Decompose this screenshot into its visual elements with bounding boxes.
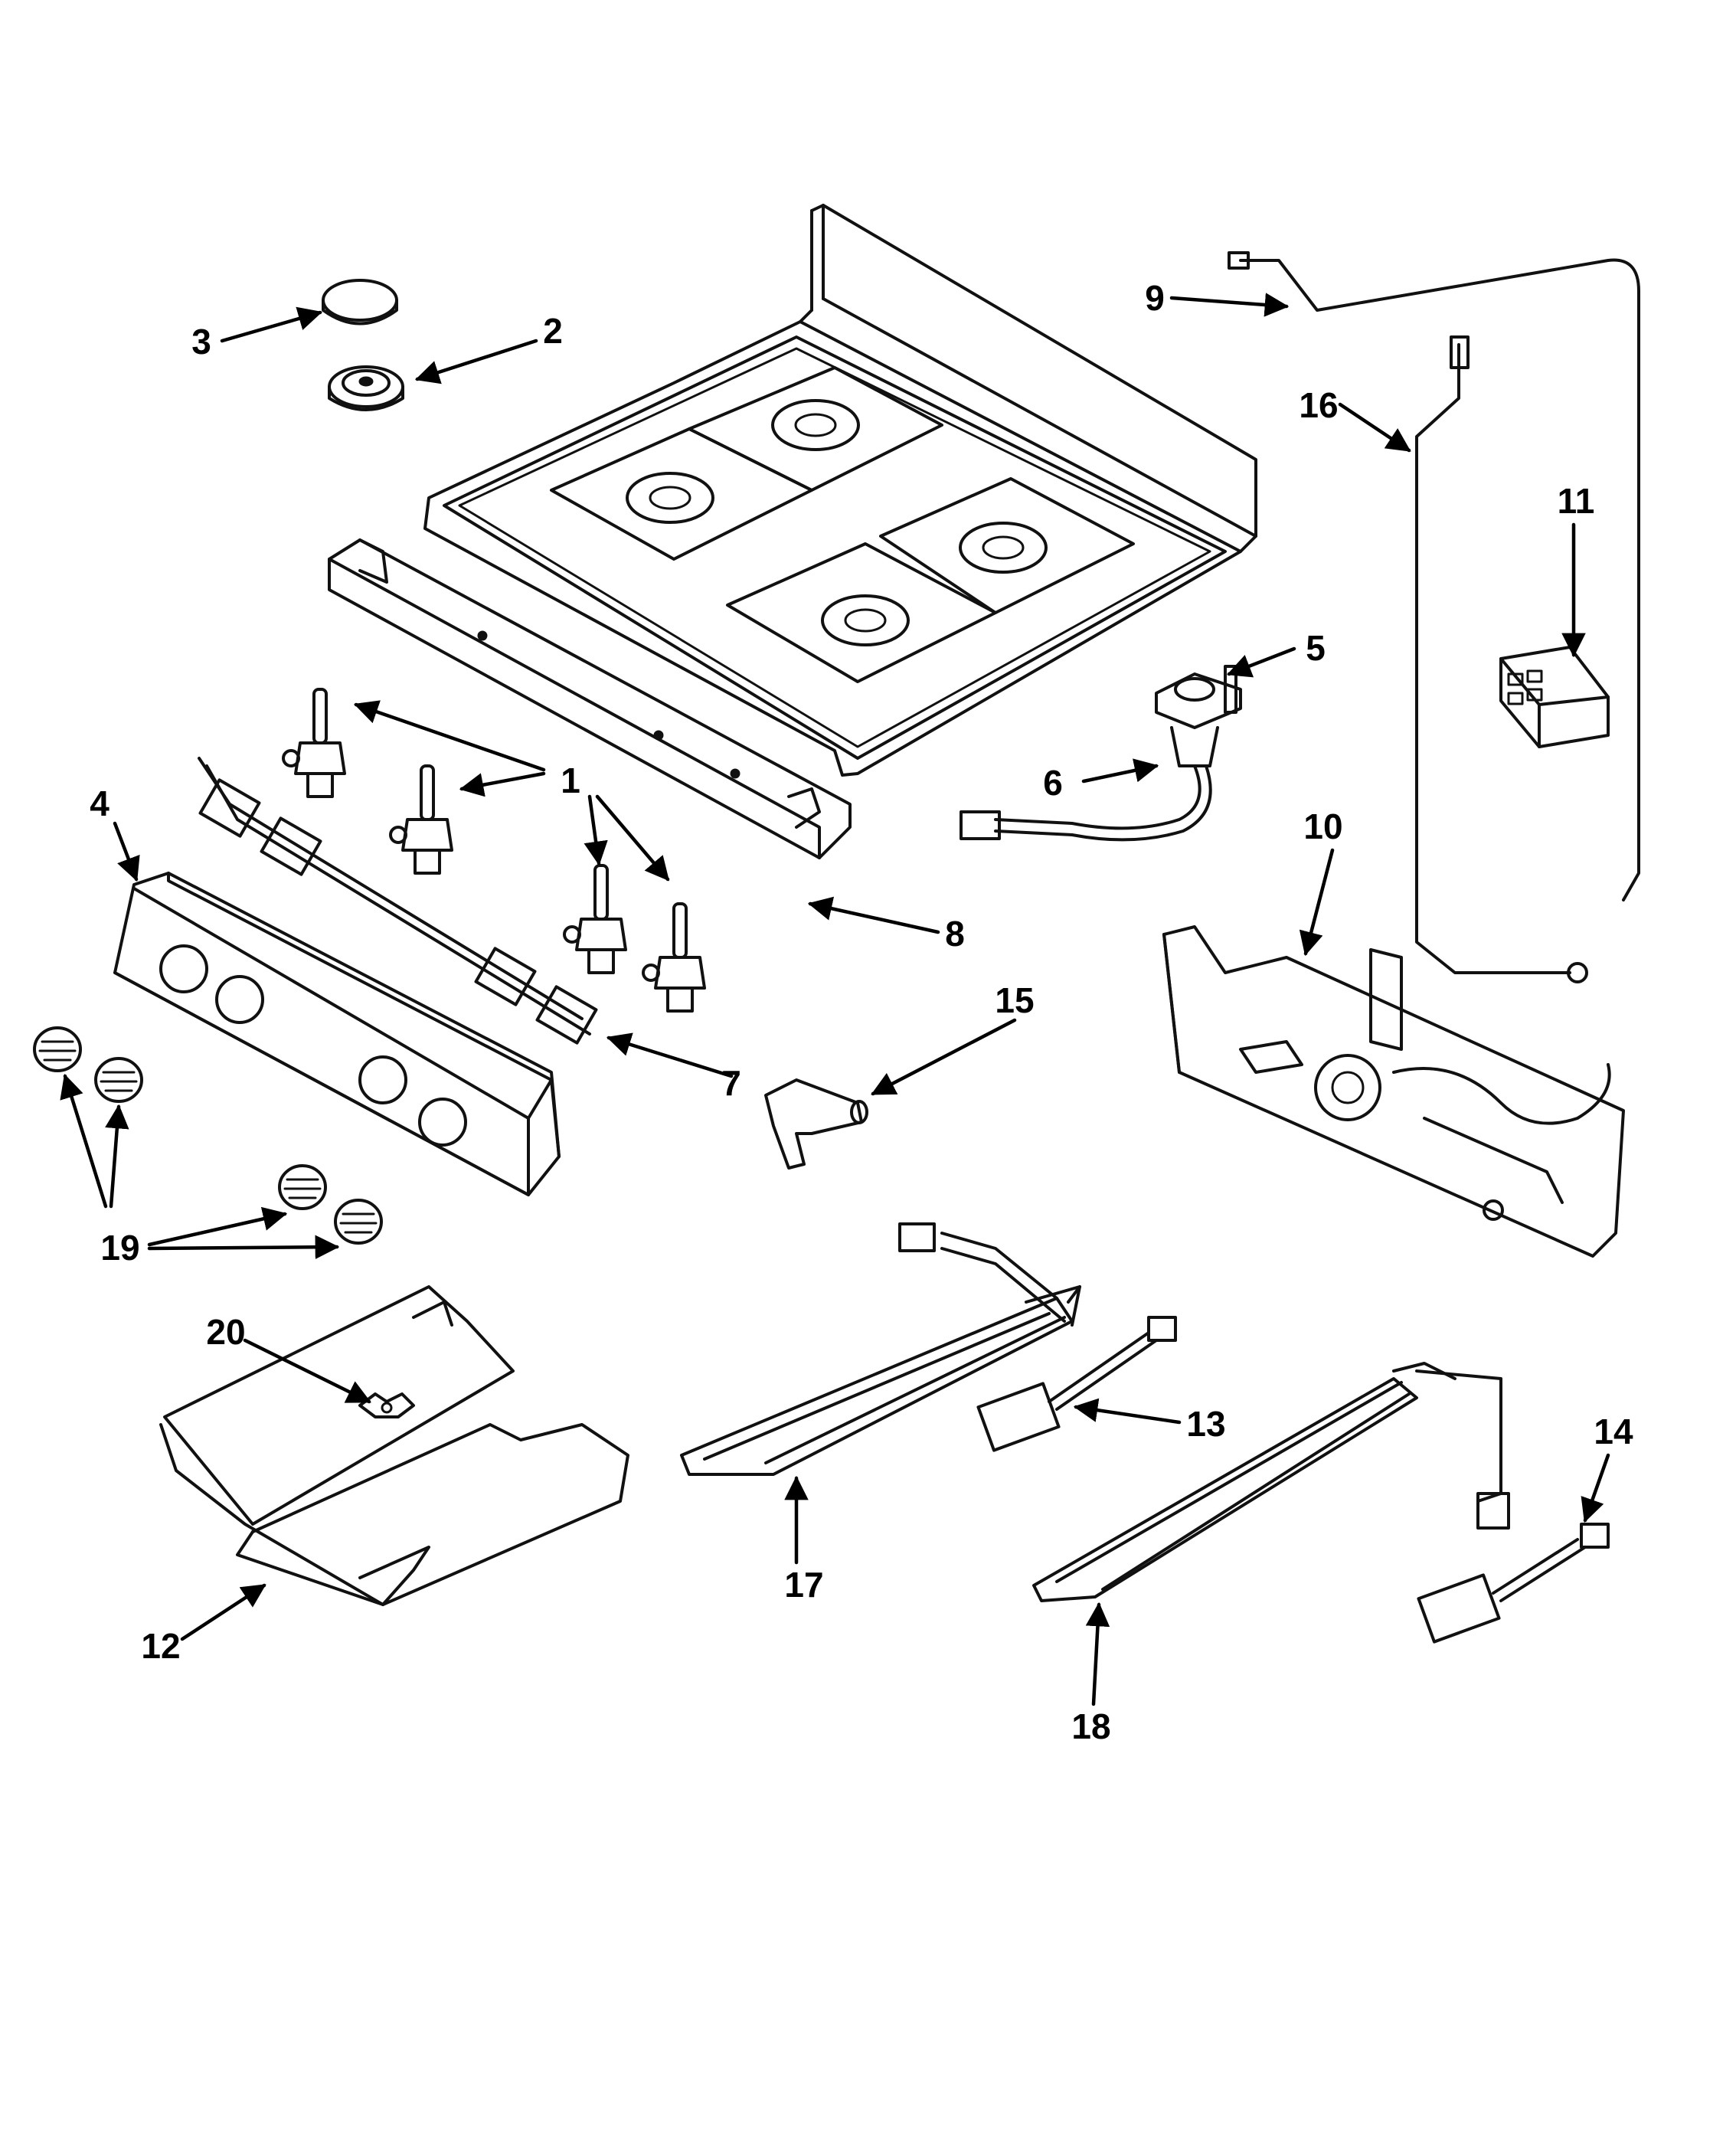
callout-17: 17 (784, 1565, 823, 1605)
oven-control-assembly (1162, 925, 1625, 1258)
ignition-harness (198, 757, 598, 1045)
wing-nut (358, 1392, 415, 1418)
control-panel (113, 872, 561, 1196)
callout-labels: 1 2 3 4 5 6 7 8 9 10 11 12 13 14 15 16 1… (90, 278, 1633, 1746)
manifold-rail (328, 538, 852, 859)
callout-7: 7 (721, 1063, 741, 1103)
igniter-13 (976, 1316, 1177, 1452)
callout-11: 11 (1558, 481, 1595, 521)
control-knobs (33, 1026, 383, 1245)
callout-1: 1 (561, 761, 580, 800)
callout-5: 5 (1306, 628, 1326, 668)
heat-shield (159, 1285, 629, 1606)
callout-20: 20 (206, 1312, 245, 1352)
igniter-14 (1417, 1523, 1610, 1644)
callout-4: 4 (90, 784, 110, 823)
leader-lines (60, 293, 1610, 1706)
callout-15: 15 (995, 980, 1034, 1020)
gas-tube-long (1228, 251, 1640, 901)
terminal-block (1499, 646, 1610, 748)
cooktop-main-top (423, 204, 1257, 777)
callout-13: 13 (1186, 1404, 1225, 1444)
burner-tube-17 (680, 1222, 1081, 1476)
gas-tube-short (1415, 335, 1588, 983)
callout-19: 19 (100, 1228, 139, 1268)
callout-10: 10 (1303, 807, 1342, 846)
burner-tube-18 (1032, 1362, 1510, 1602)
orifice-fitting (764, 1078, 868, 1170)
callout-18: 18 (1071, 1706, 1110, 1746)
burner-head (328, 365, 404, 411)
callout-9: 9 (1145, 278, 1165, 318)
callout-14: 14 (1594, 1412, 1633, 1451)
callout-3: 3 (191, 322, 211, 362)
callout-8: 8 (945, 914, 965, 954)
callout-12: 12 (141, 1626, 180, 1666)
callout-6: 6 (1043, 763, 1063, 803)
pressure-regulator (1155, 665, 1242, 767)
burner-valves (282, 688, 706, 1013)
callout-2: 2 (543, 311, 563, 351)
gas-hose (960, 764, 1212, 842)
callout-16: 16 (1299, 385, 1338, 425)
burner-cap (322, 279, 398, 326)
